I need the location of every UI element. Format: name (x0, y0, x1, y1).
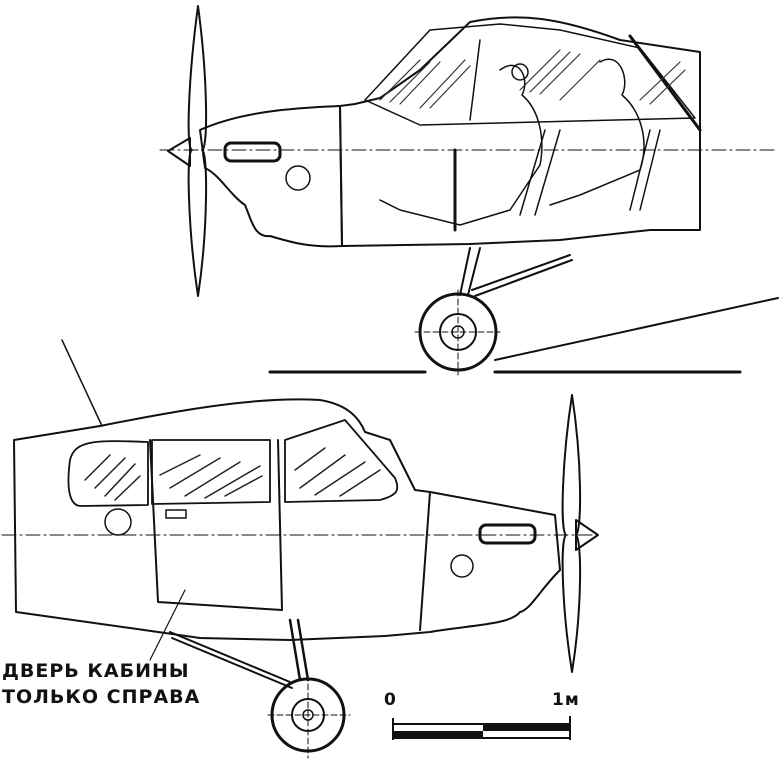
scale-bar (392, 716, 571, 740)
propeller-exterior (561, 394, 582, 673)
cowling-top (199, 105, 343, 248)
scale-end-label: 1м (552, 690, 580, 710)
fuselage-exterior (13, 398, 561, 641)
cutaway-view (159, 5, 779, 376)
cabin-door (149, 439, 283, 611)
caption-line-1: ДВЕРЬ КАБИНЫ (2, 660, 190, 682)
fuselage-top (339, 16, 701, 247)
propeller-top (187, 5, 208, 297)
scale-start-label: 0 (384, 690, 397, 710)
exterior-view (1, 339, 601, 759)
caption-line-2: ТОЛЬКО СПРАВА (2, 686, 201, 708)
door-caption: ДВЕРЬ КАБИНЫ ТОЛЬКО СПРАВА (2, 658, 200, 710)
